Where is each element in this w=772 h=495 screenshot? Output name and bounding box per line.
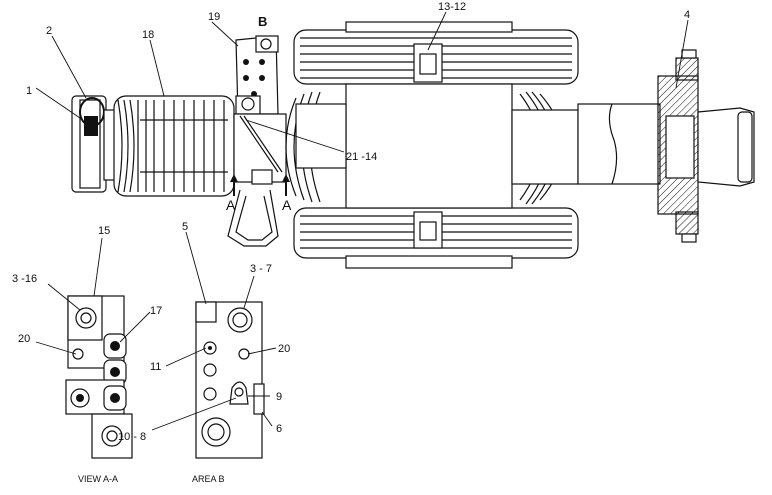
callout-21-14: 21 -14 [346,151,377,163]
callout-15: 15 [98,225,110,237]
callout-20-area: 20 [278,343,290,355]
callout-17: 17 [150,305,162,317]
caption-view-aa: VIEW A-A [78,474,118,484]
callout-5: 5 [182,221,188,233]
callout-11: 11 [150,361,161,373]
callout-20-view: 20 [18,333,30,345]
flange [657,49,755,243]
callout-2: 2 [46,25,52,37]
callout-a-left: A [226,197,236,213]
area-b [195,301,265,459]
captions: VIEW A-A AREA B [78,474,225,484]
callout-3-16: 3 -16 [12,273,37,285]
callout-1: 1 [26,85,32,97]
drum-assembly [285,21,661,269]
callout-9: 9 [276,391,282,403]
caption-area-b: AREA B [192,474,225,484]
leader-lines [35,11,689,431]
callout-19: 19 [208,11,220,23]
callout-18: 18 [142,29,154,41]
coupling [71,95,119,193]
callout-labels: 1 2 18 19 B 13-12 4 21 -14 A A 15 5 3 -1… [12,1,690,443]
callout-a-right: A [282,197,292,213]
callout-10-8: 10 - 8 [118,431,146,443]
callout-13-12: 13-12 [438,1,466,13]
callout-b: B [258,14,267,29]
callout-6: 6 [276,423,282,435]
callout-3-7: 3 - 7 [250,263,272,275]
motor [113,95,235,197]
valve-block [227,35,290,247]
callout-4: 4 [684,9,690,21]
